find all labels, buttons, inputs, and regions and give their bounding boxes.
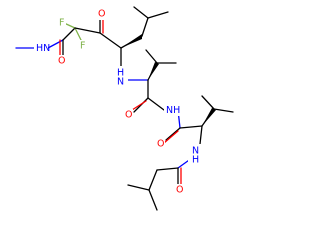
- label-bg: [34, 42, 48, 54]
- label-bg: [114, 66, 128, 88]
- label-bg: [164, 104, 182, 116]
- bond: [201, 95, 215, 110]
- atom-label-o: O: [176, 185, 183, 196]
- bond: [74, 27, 101, 34]
- bond-layer: [15, 6, 234, 211]
- label-bg: [124, 109, 133, 121]
- label-bg: [188, 144, 204, 166]
- label-layer: HN F F O O H N O NH O N H O: [34, 8, 204, 196]
- atom-label-o: O: [125, 110, 132, 121]
- bond: [147, 97, 165, 111]
- bond: [131, 100, 147, 111]
- atom-label-o: O: [98, 9, 105, 20]
- atom-label-f: F: [80, 41, 85, 52]
- atom-label-n: HN: [36, 43, 50, 54]
- bond: [148, 169, 158, 191]
- label-bg: [156, 138, 165, 150]
- atom-label-n: N: [192, 146, 199, 157]
- bond: [163, 130, 179, 144]
- atom-label-n: NH: [166, 105, 180, 116]
- bond: [62, 27, 76, 41]
- bond: [99, 32, 122, 49]
- atom-label-o: O: [58, 56, 65, 67]
- bond: [133, 97, 149, 113]
- bond: [141, 17, 149, 37]
- bond: [213, 108, 234, 113]
- stereo-layer: [121, 34, 216, 126]
- wedge-bond: [148, 62, 159, 80]
- label-bg: [175, 184, 184, 196]
- bond: [179, 125, 203, 129]
- label-bg: [58, 17, 66, 29]
- atom-label-o: O: [157, 139, 164, 150]
- wedge-bond: [121, 34, 142, 48]
- atom-label-n: H: [117, 68, 124, 79]
- bond: [148, 189, 158, 211]
- label-bg: [97, 8, 106, 20]
- atom-label-n: N: [117, 77, 124, 88]
- bond: [156, 167, 179, 171]
- atom-label-f: F: [59, 18, 64, 29]
- label-bg: [79, 40, 87, 52]
- bond: [147, 11, 169, 19]
- bond: [145, 49, 158, 64]
- wedge-bond: [202, 108, 216, 126]
- bond: [74, 27, 83, 43]
- bond: [127, 184, 150, 191]
- bond: [165, 127, 181, 141]
- molecule-structure: HN F F O O H N O NH O N H O: [15, 6, 234, 211]
- bond: [199, 125, 203, 145]
- label-bg: [57, 55, 66, 67]
- atom-label-n: H: [192, 155, 199, 166]
- bond: [133, 6, 149, 19]
